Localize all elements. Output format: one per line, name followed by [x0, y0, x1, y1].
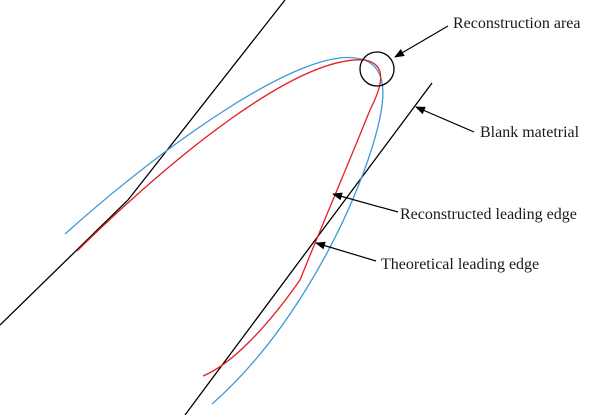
reconstructed-edge-arrow — [332, 192, 399, 213]
theoretical-leading-edge-curve — [64, 56, 384, 405]
blank-material-label: Blank matetrial — [480, 124, 580, 141]
blank-material-left-line — [0, 0, 286, 326]
blank-material-arrow — [415, 106, 475, 133]
blank-material-right-line — [184, 82, 433, 415]
reconstruction-area-circle — [359, 51, 395, 87]
reconstructed-edge-label: Reconstructed leading edge — [400, 206, 577, 223]
reconstruction-area-label: Reconstruction area — [453, 15, 581, 32]
theoretical-edge-label: Theoretical leading edge — [381, 256, 539, 273]
reconstruction-area-arrow — [394, 25, 449, 58]
reconstructed-leading-edge-curve — [76, 59, 382, 377]
theoretical-edge-arrow — [315, 241, 377, 262]
